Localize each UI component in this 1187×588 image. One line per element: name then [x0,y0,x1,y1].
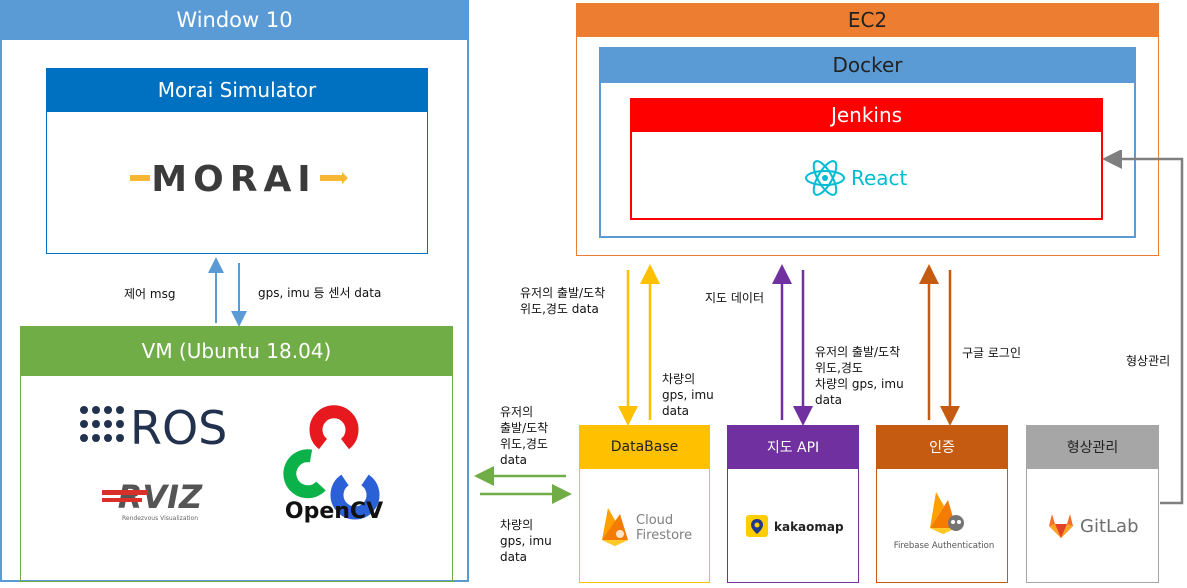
auth-header: 인증 [876,425,1008,469]
firebase-auth-logo: Firebase Authentication [890,490,998,554]
opencv-logo: OpenCV [283,404,385,526]
label-vehicle-to-ec2: 차량의 gps, imu data [662,372,714,418]
database-header: DataBase [579,425,710,469]
react-logo: React [803,157,923,199]
label-vehicle-to-db: 차량의 gps, imu data [500,518,552,564]
ec2-title: EC2 [847,8,888,32]
morai-header: Morai Simulator [46,68,428,112]
map-title: 지도 API [766,440,820,456]
label-control-msg: 제어 msg [124,287,176,301]
jenkins-title: Jenkins [830,103,903,127]
morai-logo: MORAI [130,158,350,200]
firestore-logo: Cloud Firestore [600,506,696,546]
rviz-logo-text: RVIZ [118,478,203,516]
label-user-to-vm: 유저의 출발/도착 위도,경도 data [500,405,549,467]
vcs-title: 형상관리 [1066,440,1119,456]
docker-title: Docker [832,53,903,77]
gitlab-logo-text: GitLab [1080,516,1139,537]
label-user-to-db: 유저의 출발/도착 위도,경도 data [520,286,606,316]
service-arrows [474,150,1184,505]
auth-title: 인증 [929,440,955,456]
vcs-header: 형상관리 [1026,425,1159,469]
firestore-line2: Firestore [636,528,692,543]
firestore-line1: Cloud [636,513,673,528]
label-google-login: 구글 로그인 [962,346,1022,360]
label-vcs-side: 형상관리 [1126,354,1171,368]
window-arrows [208,257,247,327]
kakaomap-logo-text: kakaomap [774,520,844,534]
label-sensor-data: gps, imu 등 센서 data [258,286,382,300]
morai-logo-text: MORAI [151,159,316,198]
rviz-sub-text: Rendezvous Visualization [122,515,198,522]
ros-logo: ROS [78,401,248,455]
window10-header: Window 10 [0,0,469,40]
label-map-data: 지도 데이터 [705,291,765,305]
docker-header: Docker [599,47,1136,83]
react-logo-text: React [851,166,908,190]
ros-logo-text: ROS [130,404,227,450]
jenkins-header: Jenkins [630,98,1103,132]
firebase-auth-text: Firebase Authentication [894,541,995,551]
label-map-user: 유저의 출발/도착 위도,경도 차량의 gps, imu data [815,345,904,407]
kakaomap-logo: kakaomap [746,514,846,538]
gitlab-logo: GitLab [1046,510,1146,540]
vm-title: VM (Ubuntu 18.04) [141,339,332,363]
map-header: 지도 API [727,425,859,469]
database-title: DataBase [610,439,679,455]
morai-title: Morai Simulator [157,78,317,102]
rviz-logo: RVIZ Rendezvous Visualization [98,478,222,524]
opencv-logo-text: OpenCV [285,499,383,524]
window10-title: Window 10 [176,8,293,32]
ec2-header: EC2 [576,3,1159,37]
vm-header: VM (Ubuntu 18.04) [20,326,453,376]
